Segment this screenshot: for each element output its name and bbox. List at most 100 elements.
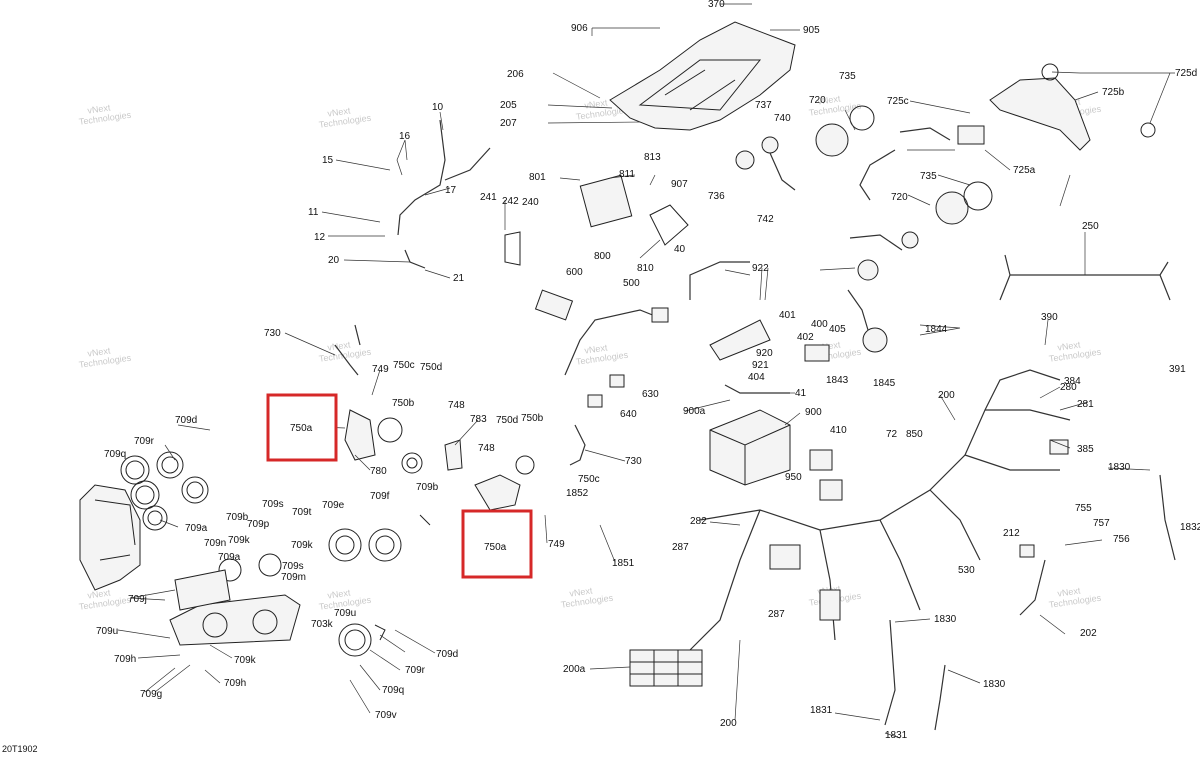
part-label-748: 748 — [478, 443, 495, 454]
part-label-730: 730 — [264, 328, 281, 339]
highlight-box-2[interactable] — [461, 509, 533, 579]
tray-905 — [609, 21, 796, 131]
part-label-709d: 709d — [436, 649, 458, 660]
part-label-202: 202 — [1080, 628, 1097, 639]
part-label-281: 281 — [1077, 399, 1094, 410]
part-label-735: 735 — [920, 171, 937, 182]
part-label-921: 921 — [752, 360, 769, 371]
part-label-703k: 703k — [311, 619, 334, 630]
part-label-401: 401 — [779, 310, 796, 321]
part-label-709s: 709s — [282, 561, 304, 572]
part-label-280: 280 — [1060, 382, 1077, 393]
watermark-line1: vNext — [584, 342, 609, 355]
part-label-630: 630 — [642, 389, 659, 400]
part-label-600: 600 — [566, 267, 583, 278]
part-label-207: 207 — [500, 118, 517, 129]
part-label-709m: 709m — [281, 572, 306, 583]
part-label-205: 205 — [500, 100, 517, 111]
part-label-15: 15 — [322, 155, 334, 166]
part-label-1831: 1831 — [810, 705, 833, 716]
part-label-40: 40 — [674, 244, 686, 255]
part-label-385: 385 — [1077, 444, 1094, 455]
part-label-709u: 709u — [334, 608, 356, 619]
part-label-10: 10 — [432, 102, 444, 113]
part-label-709q: 709q — [382, 685, 404, 696]
part-label-709b: 709b — [416, 482, 439, 493]
part-label-742: 742 — [757, 214, 774, 225]
part-label-500: 500 — [623, 278, 640, 289]
part-label-709p: 709p — [247, 519, 270, 530]
part-label-750b: 750b — [521, 413, 544, 424]
part-drawings — [79, 21, 1176, 731]
part-label-709f: 709f — [370, 491, 390, 502]
part-label-384: 384 — [1064, 376, 1081, 387]
part-label-282: 282 — [690, 516, 707, 527]
watermark-line1: vNext — [817, 93, 842, 106]
part-label-725a: 725a — [1013, 165, 1036, 176]
part-label-240: 240 — [522, 197, 539, 208]
part-label-709h: 709h — [114, 654, 136, 665]
part-label-748: 748 — [448, 400, 465, 411]
part-label-756: 756 — [1113, 534, 1130, 545]
watermark-line1: vNext — [327, 105, 352, 118]
watermark-line1: vNext — [1057, 585, 1082, 598]
part-label-206: 206 — [507, 69, 524, 80]
part-label-757: 757 — [1093, 518, 1110, 529]
part-label-709n: 709n — [204, 538, 226, 549]
highlight-callout-1[interactable]: 750a — [266, 393, 338, 462]
part-label-709j: 709j — [128, 594, 147, 605]
part-label-200a: 200a — [563, 664, 586, 675]
part-label-1851: 1851 — [612, 558, 635, 569]
part-label-900: 900 — [805, 407, 822, 418]
part-label-287: 287 — [768, 609, 785, 620]
part-label-922: 922 — [752, 263, 769, 274]
part-label-950: 950 — [785, 472, 802, 483]
part-label-1845: 1845 — [873, 378, 896, 389]
part-label-709k: 709k — [228, 535, 251, 546]
part-label-750c: 750c — [393, 360, 415, 371]
part-label-212: 212 — [1003, 528, 1020, 539]
part-label-1832: 1832 — [1180, 522, 1200, 533]
part-label-813: 813 — [644, 152, 661, 163]
part-label-1830: 1830 — [1108, 462, 1131, 473]
part-label-12: 12 — [314, 232, 326, 243]
part-label-709r: 709r — [405, 665, 426, 676]
watermark-line1: vNext — [327, 339, 352, 352]
part-label-400: 400 — [811, 319, 828, 330]
part-label-72: 72 — [886, 429, 898, 440]
part-label-720: 720 — [891, 192, 908, 203]
part-label-200: 200 — [938, 390, 955, 401]
ecu-800 — [579, 174, 633, 228]
part-label-725c: 725c — [887, 96, 909, 107]
part-label-709v: 709v — [375, 710, 397, 721]
part-label-907: 907 — [671, 179, 688, 190]
part-label-709s: 709s — [262, 499, 284, 510]
watermark-line1: vNext — [569, 585, 594, 598]
part-label-16: 16 — [399, 131, 411, 142]
part-label-750c: 750c — [578, 474, 600, 485]
highlight-box-1[interactable] — [266, 393, 338, 462]
part-label-749: 749 — [372, 364, 389, 375]
part-label-750d: 750d — [496, 415, 518, 426]
part-label-709t: 709t — [292, 507, 312, 518]
part-label-735: 735 — [839, 71, 856, 82]
part-label-250: 250 — [1082, 221, 1099, 232]
part-label-1843: 1843 — [826, 375, 849, 386]
part-label-709k: 709k — [291, 540, 314, 551]
highlight-callout-2[interactable]: 750a — [461, 509, 533, 579]
part-label-530: 530 — [958, 565, 975, 576]
part-label-1844: 1844 — [925, 324, 948, 335]
part-label-850: 850 — [906, 429, 923, 440]
part-label-242: 242 — [502, 196, 519, 207]
part-label-1830: 1830 — [934, 614, 957, 625]
highlight-label-2: 750a — [484, 542, 507, 553]
leader-lines — [117, 3, 1175, 739]
part-label-1830: 1830 — [983, 679, 1006, 690]
watermark-line1: vNext — [87, 587, 112, 600]
part-label-709e: 709e — [322, 500, 345, 511]
part-label-900a: 900a — [683, 406, 706, 417]
part-label-720: 720 — [809, 95, 826, 106]
part-label-370: 370 — [708, 0, 725, 10]
part-label-750d: 750d — [420, 362, 442, 373]
